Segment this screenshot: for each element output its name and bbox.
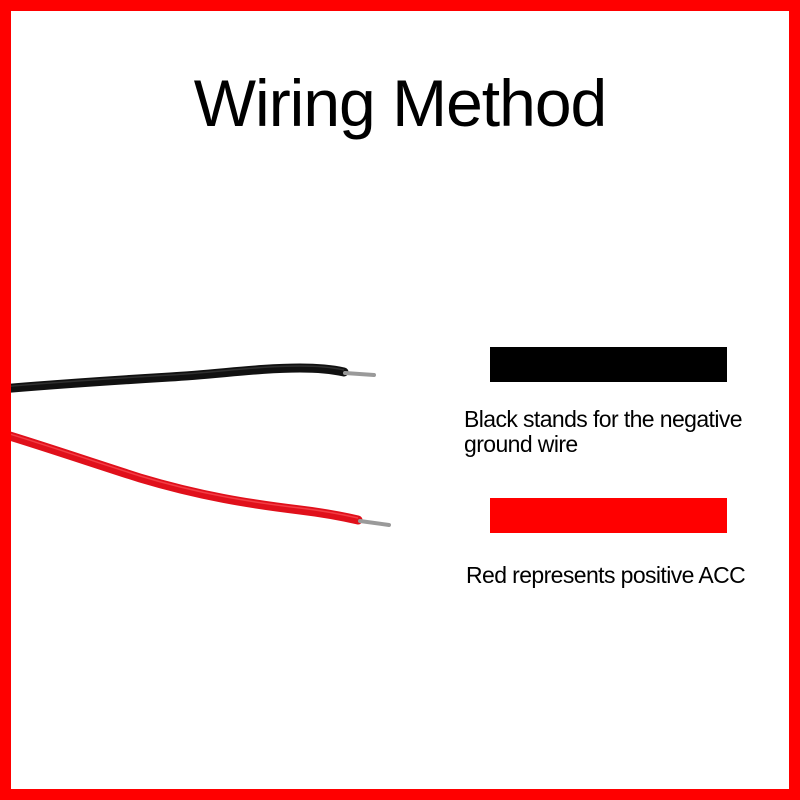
red-wire-tip	[358, 519, 391, 527]
red-wire-caption: Red represents positive ACC	[466, 562, 746, 588]
red-wire	[11, 431, 363, 525]
page-title: Wiring Method	[193, 66, 608, 140]
black-wire-sheen	[11, 365, 345, 387]
black-wire-caption: Black stands for the negative ground wir…	[464, 406, 743, 457]
red-wire-sheen	[11, 433, 359, 519]
black-wire-tip	[343, 371, 376, 377]
red-wire-swatch	[490, 498, 727, 533]
black-wire	[11, 363, 349, 393]
black-wire-swatch	[490, 347, 727, 382]
